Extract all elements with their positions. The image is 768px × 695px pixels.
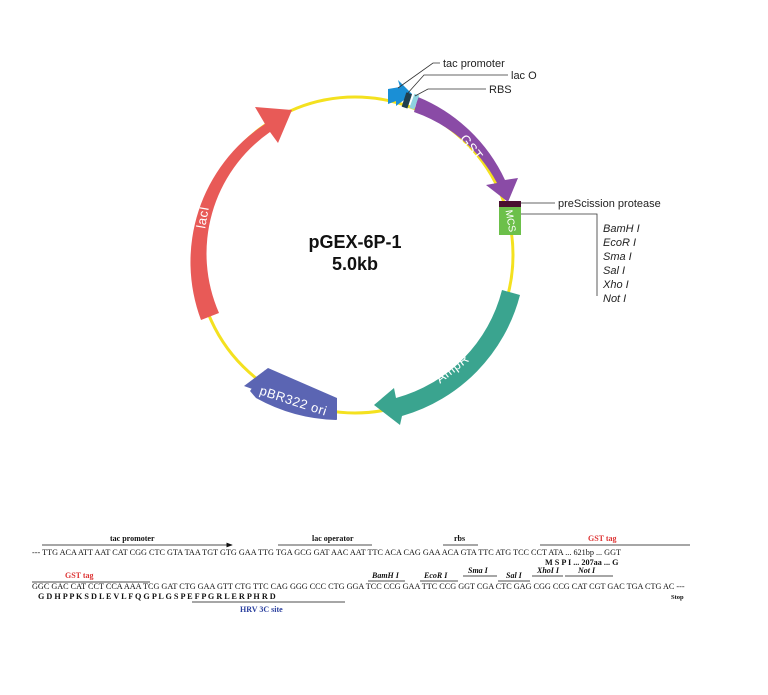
mcs-site: Sal I: [603, 265, 625, 277]
rbs-text: RBS: [489, 84, 512, 96]
sequence-line-1: --- TTG ACA ATT AAT CAT CGG CTC GTA TAA …: [32, 548, 621, 557]
seq-lac-operator-label: lac operator: [312, 534, 354, 543]
mcs-site: Xho I: [602, 279, 629, 291]
plasmid-name: pGEX-6P-1: [308, 232, 401, 252]
rbs-block: [409, 93, 420, 110]
ampr-feature-arrow: [374, 290, 520, 425]
seq-hrv-label: HRV 3C site: [240, 605, 283, 614]
seq-sma1-label: Sma I: [468, 566, 489, 575]
tac-promoter-arrow: [388, 80, 412, 106]
lac-o-text: lac O: [511, 70, 537, 82]
seq-bamh1-label: BamH I: [371, 571, 400, 580]
lac-o-block: [401, 92, 413, 109]
tac-promoter-leader: [397, 62, 440, 89]
ori-feature-body: [244, 368, 337, 420]
lac-o-leader: [406, 74, 508, 95]
prescission-text: preScission protease: [558, 198, 661, 210]
mcs-site: BamH I: [603, 223, 640, 235]
mcs-leader: [521, 213, 598, 296]
mcs-site: Not I: [603, 293, 626, 305]
stop-codon-label: Stop: [671, 594, 684, 601]
laci-label: lacI: [193, 205, 212, 230]
prescission-block: [499, 201, 521, 207]
aa-line-1: M S P I ... 207aa ... G: [545, 558, 619, 567]
tac-promoter-text: tac promoter: [443, 58, 505, 70]
aa-line-2: G D H P P K S D L E V L F Q G P L G S P …: [38, 592, 276, 601]
mcs-label: MCS: [503, 209, 518, 233]
seq-gst-tag-label-2: GST tag: [65, 571, 94, 580]
rbs-leader: [414, 88, 486, 97]
gst-feature-arrow: [414, 97, 518, 202]
plasmid-size: 5.0kb: [332, 254, 378, 274]
mcs-site: Sma I: [603, 251, 632, 263]
mcs-block: [499, 207, 521, 235]
mcs-site: EcoR I: [603, 237, 636, 249]
laci-feature-arrow: [190, 107, 292, 320]
seq-xho1-label: XhoI I: [536, 566, 560, 575]
seq-not1-label: Not I: [577, 566, 596, 575]
sequence-line-2: GGC GAC CAT CCT CCA AAA TCG GAT CTG GAA …: [32, 582, 685, 591]
seq-ecor1-label: EcoR I: [423, 571, 448, 580]
seq-rbs-label: rbs: [454, 534, 465, 543]
seq-gst-tag-label-1: GST tag: [588, 534, 617, 543]
seq-tac-promoter-label: tac promoter: [110, 534, 155, 543]
seq-sal1-label: Sal I: [506, 571, 523, 580]
